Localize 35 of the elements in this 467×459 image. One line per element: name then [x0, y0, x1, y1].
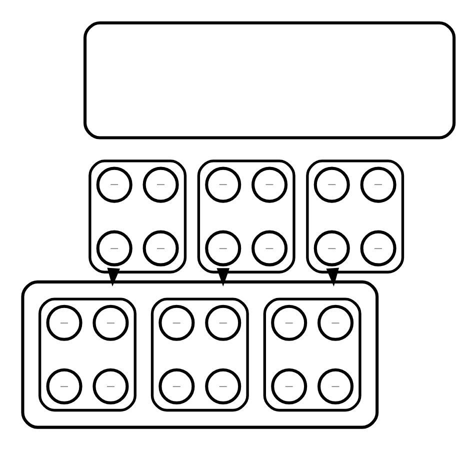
node-circle: –	[314, 166, 350, 202]
node-circle: –	[92, 304, 129, 340]
cluster	[306, 159, 404, 273]
node-circle: –	[271, 368, 308, 404]
node-circle: –	[46, 368, 82, 404]
cluster	[150, 297, 249, 412]
node-circle: –	[205, 166, 242, 202]
node-circle: –	[96, 230, 132, 266]
cluster	[38, 297, 136, 412]
node-circle: –	[252, 230, 288, 266]
node-circle: –	[360, 230, 396, 266]
arrow	[216, 268, 230, 286]
node-circle: –	[318, 304, 354, 340]
cluster	[197, 159, 296, 273]
node-circle: –	[142, 166, 179, 202]
cluster	[21, 280, 379, 428]
cluster	[88, 159, 187, 273]
node-circle: –	[92, 368, 129, 404]
arrow	[326, 267, 340, 286]
node-circle: –	[142, 230, 179, 266]
node-circle: –	[360, 166, 396, 202]
node-circle: –	[158, 368, 195, 404]
node-circle: –	[46, 304, 82, 340]
node-circle: –	[205, 230, 242, 266]
node-circle: –	[205, 368, 242, 404]
node-circle: –	[271, 304, 308, 340]
node-circle: –	[96, 166, 132, 202]
node-circle: –	[158, 304, 195, 340]
node-circle: –	[318, 368, 354, 404]
node-circle: –	[314, 230, 350, 266]
cluster	[263, 297, 362, 412]
node-circle: –	[205, 304, 242, 340]
node-circle: –	[252, 166, 288, 202]
arrow	[107, 267, 120, 286]
node-box	[84, 20, 456, 139]
